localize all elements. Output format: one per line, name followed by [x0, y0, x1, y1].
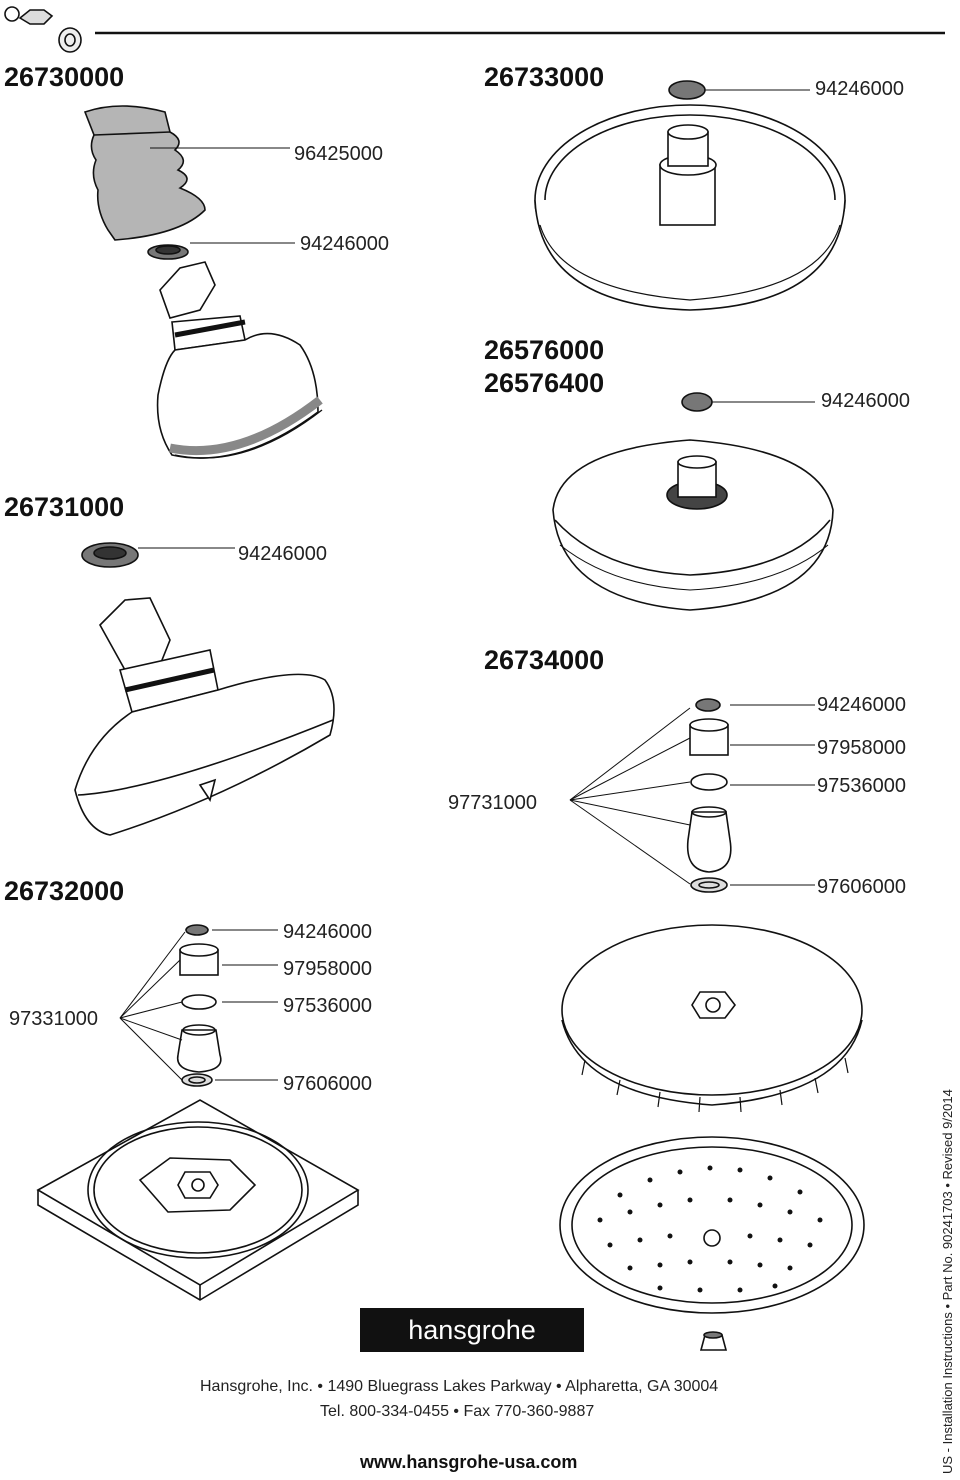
- shower-head-26733000: [534, 104, 846, 311]
- model-number-26576000: 26576000: [484, 335, 605, 365]
- part-label-97536000: 97536000: [283, 995, 372, 1017]
- model-number-26576400: 26576400: [484, 368, 605, 398]
- model-number-26730000: 26730000: [4, 62, 125, 92]
- screen-washer-1: [147, 244, 189, 260]
- model-number-26733000: 26733000: [484, 62, 605, 92]
- part-label-97958000: 97958000: [283, 958, 372, 980]
- shower-head-26576000: [552, 439, 834, 611]
- company-phone: Tel. 800-334-0455 • Fax 770-360-9887: [320, 1403, 595, 1420]
- part-label-94246000: 94246000: [821, 390, 910, 412]
- flow-restrictor-cone: [83, 105, 206, 241]
- part-label-97536000: 97536000: [817, 775, 906, 797]
- leaders-26734000: [569, 704, 815, 886]
- model-number-26732000: 26732000: [4, 876, 125, 906]
- center-nozzle: [699, 1331, 728, 1351]
- part-label-97606000: 97606000: [817, 876, 906, 898]
- screen-washer-3: [681, 392, 713, 412]
- brand-logo: hansgrohe: [360, 1308, 584, 1352]
- part-label-97731000: 97731000: [448, 792, 537, 814]
- shower-head-26730000: [156, 261, 323, 459]
- shower-head-26731000: [74, 597, 335, 836]
- part-label-94246000: 94246000: [238, 543, 327, 565]
- leaders-26732000: [119, 929, 278, 1081]
- part-label-97606000: 97606000: [283, 1073, 372, 1095]
- screen-washer-4: [81, 542, 139, 568]
- square-head-26732000: [36, 1099, 360, 1301]
- document-side-note: US - Installation Instructions • Part No…: [940, 1089, 955, 1474]
- company-address: Hansgrohe, Inc. • 1490 Bluegrass Lakes P…: [200, 1378, 719, 1395]
- model-number-26734000: 26734000: [484, 645, 605, 675]
- part-label-94246000: 94246000: [817, 694, 906, 716]
- model-number-26731000: 26731000: [4, 492, 125, 522]
- tool-icon: [4, 6, 82, 53]
- spray-face-26734000: [559, 1136, 865, 1314]
- screen-washer-2: [668, 80, 706, 100]
- part-label-94246000: 94246000: [283, 921, 372, 943]
- website-link[interactable]: www.hansgrohe-usa.com: [360, 1452, 578, 1472]
- part-stack-26734000: [686, 698, 732, 893]
- part-label-97958000: 97958000: [817, 737, 906, 759]
- part-label-97331000: 97331000: [9, 1008, 98, 1030]
- part-label-96425000: 96425000: [294, 143, 383, 165]
- part-stack-26732000: [176, 924, 222, 1087]
- part-label-94246000: 94246000: [300, 233, 389, 255]
- rain-plate-26734000: [561, 924, 863, 1113]
- part-label-94246000: 94246000: [815, 78, 904, 100]
